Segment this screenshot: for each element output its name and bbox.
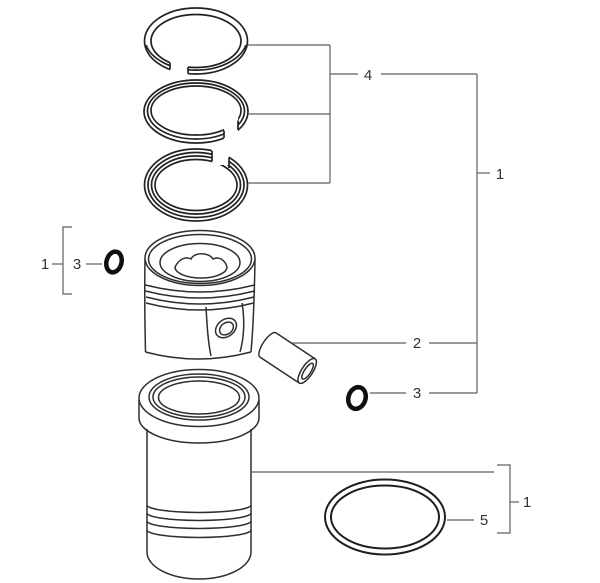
callout-label-1-left: 1 bbox=[41, 256, 49, 273]
callout-label-2: 2 bbox=[413, 335, 421, 352]
callout-left-group: 1 3 bbox=[41, 226, 102, 295]
pin-seal-ring bbox=[345, 384, 369, 412]
callout-liner-group: 1 5 bbox=[252, 464, 531, 534]
callout-label-1-bottom: 1 bbox=[523, 494, 531, 511]
cylinder-liner bbox=[138, 368, 260, 580]
piston-pin bbox=[258, 331, 318, 385]
callout-label-1-right: 1 bbox=[496, 166, 504, 183]
liner-o-ring bbox=[324, 478, 446, 556]
piston-ring-set bbox=[143, 7, 249, 222]
callout-assembly-right: 1 bbox=[476, 74, 504, 393]
compression-ring-top bbox=[143, 7, 249, 81]
callout-piston-pin: 2 bbox=[292, 335, 477, 352]
oil-control-ring bbox=[143, 143, 249, 222]
compression-ring-middle bbox=[143, 79, 249, 144]
callout-label-5: 5 bbox=[480, 512, 488, 529]
callout-ring-set: 4 bbox=[248, 44, 477, 184]
piston bbox=[144, 229, 256, 360]
left-seal-ring bbox=[104, 249, 124, 275]
callout-label-4: 4 bbox=[364, 67, 372, 84]
callout-pin-seal: 3 bbox=[370, 385, 477, 402]
callout-label-3-left: 3 bbox=[73, 256, 81, 273]
callout-label-3-right: 3 bbox=[413, 385, 421, 402]
